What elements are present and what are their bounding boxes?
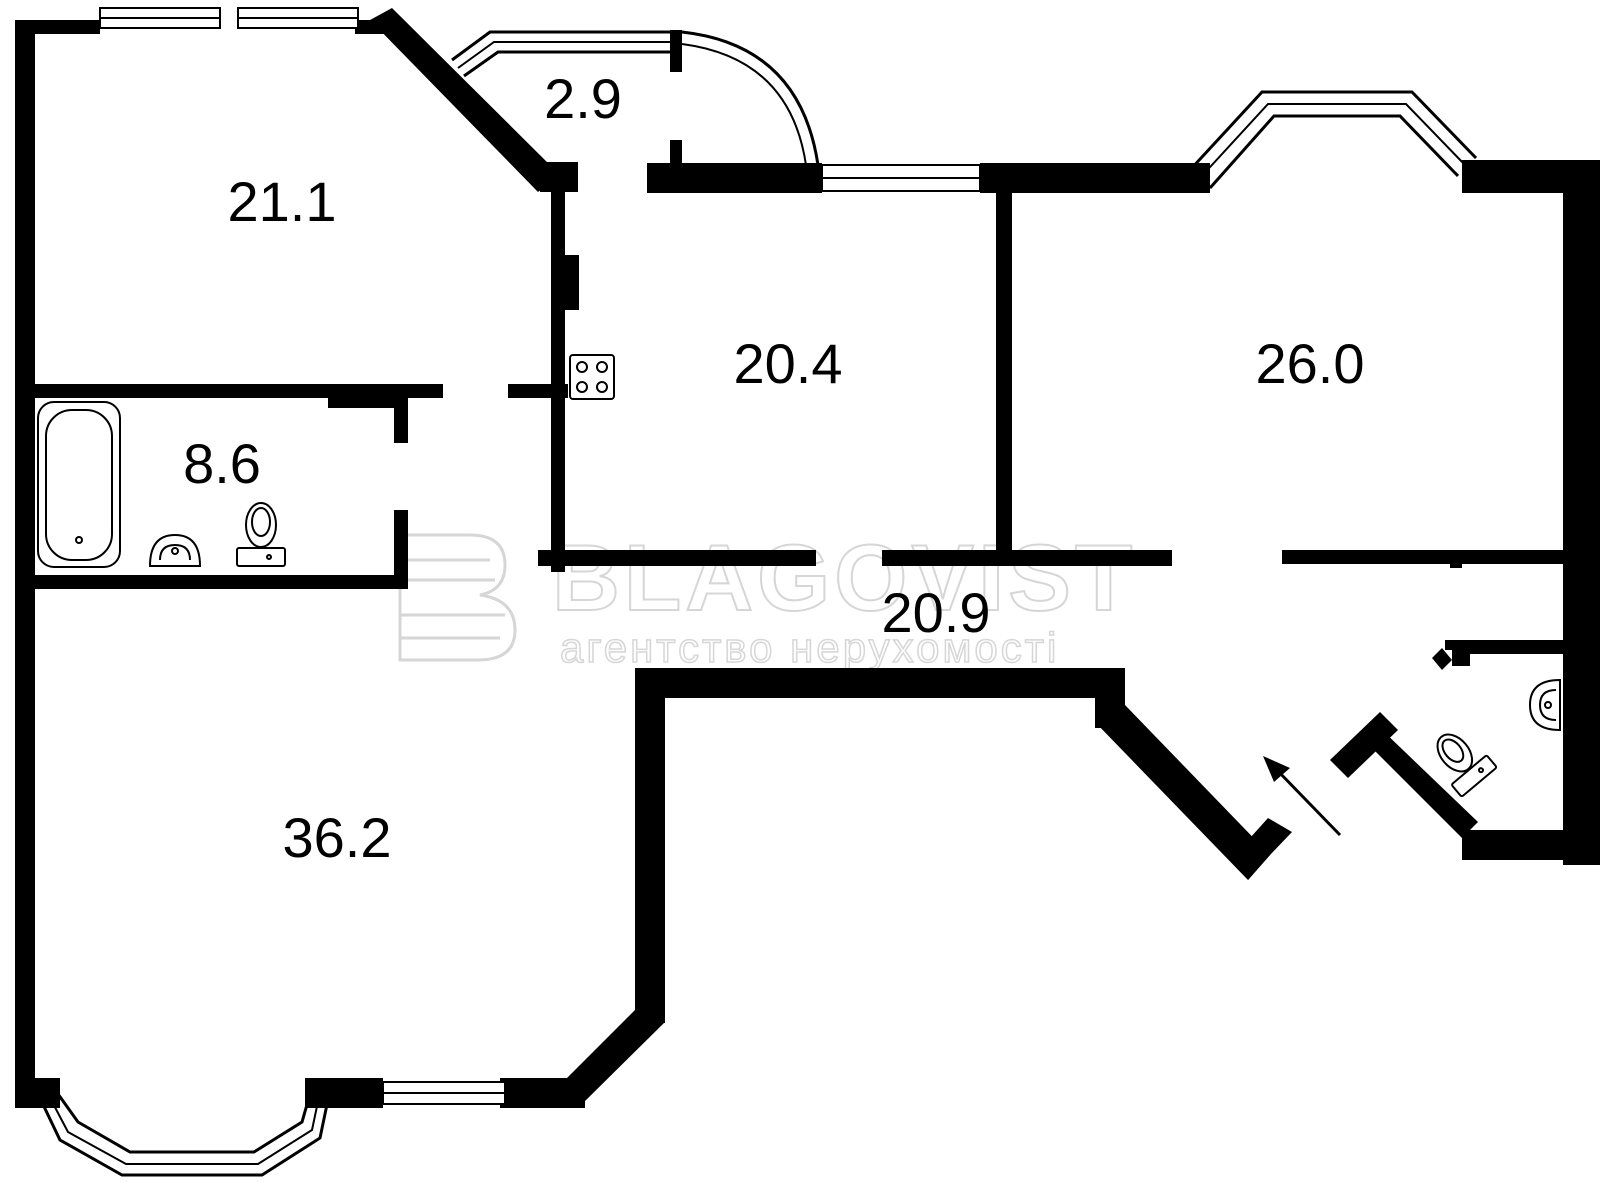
wall-corner-balcony-w [540,162,578,192]
wall-wc-door-stub-b [1445,640,1467,650]
bay-windows [36,30,1478,1177]
wall-balcony-door-jamb-lower [670,140,682,170]
watermark-tagline: агентство нерухомості [560,624,1059,671]
wall-kitchen-ne [996,192,1012,550]
wall-west [15,20,35,1090]
entrance-arrow-icon [1263,756,1342,837]
sink-icon [148,533,202,567]
bathtub-icon [37,401,121,568]
room-labels: 21.1 2.9 8.6 20.4 26.0 20.9 36.2 [183,67,1364,869]
wall-wc-door-stub [1432,648,1452,670]
area-label-bathroom: 8.6 [183,432,261,495]
wall-balcony-door-jamb-upper [670,30,682,72]
watermark: BLAGOVIST агентство нерухомості [398,524,1136,672]
wall-bath-door-upper [394,398,408,443]
wall-hall-south [635,668,1125,698]
wall-ne-north-a [980,163,1210,193]
stove-icon [569,354,615,400]
wall-wc-north [1470,640,1570,654]
toilet-icon [236,502,286,567]
bay-window-ne-outer [1188,90,1478,172]
wall-hall-stub [508,384,568,398]
wall-hall-north-a [538,550,816,566]
area-label-balcony: 2.9 [544,67,622,130]
watermark-logo-icon [398,533,517,662]
wall-living-east [635,668,665,1023]
watermark-brand: BLAGOVIST [552,525,1136,630]
wall-entrance-east-block [1330,712,1398,778]
wall-hall-north-c [1282,550,1572,564]
area-label-room-ne: 26.0 [1256,332,1365,395]
wall-north-nw-a [15,20,100,34]
wall-wc-diagonal [1366,728,1478,838]
area-label-kitchen: 20.4 [734,332,843,395]
wall-entrance-diagonal [1095,705,1270,880]
windows [99,7,981,1105]
toilet-wc-icon [1436,733,1498,798]
bay-window-living-outer [36,1089,332,1177]
area-label-hall: 20.9 [882,581,991,644]
balcony-outline [451,30,670,62]
wall-nw-diagonal [370,8,560,192]
wall-bath-door-lower [394,510,408,589]
wall-living-south-a [500,1078,585,1108]
walls [15,8,1600,1108]
wall-ne-north-b [1462,160,1570,193]
wall-kitchen-pier [563,255,579,310]
wall-living-se-diagonal [560,1010,665,1108]
wall-entrance-end [1248,818,1292,880]
wall-wc-south [1462,830,1600,860]
wall-hall-stub-e [1450,550,1462,568]
area-label-room-nw: 21.1 [228,170,337,233]
area-label-living-room: 36.2 [283,806,392,869]
wall-east [1563,160,1600,865]
wall-hall-north-b [882,550,1172,566]
sink-wc-icon [1528,678,1561,732]
wall-bath-south [33,575,408,589]
fixtures [37,354,1561,798]
wall-kitchen-west [551,192,565,572]
